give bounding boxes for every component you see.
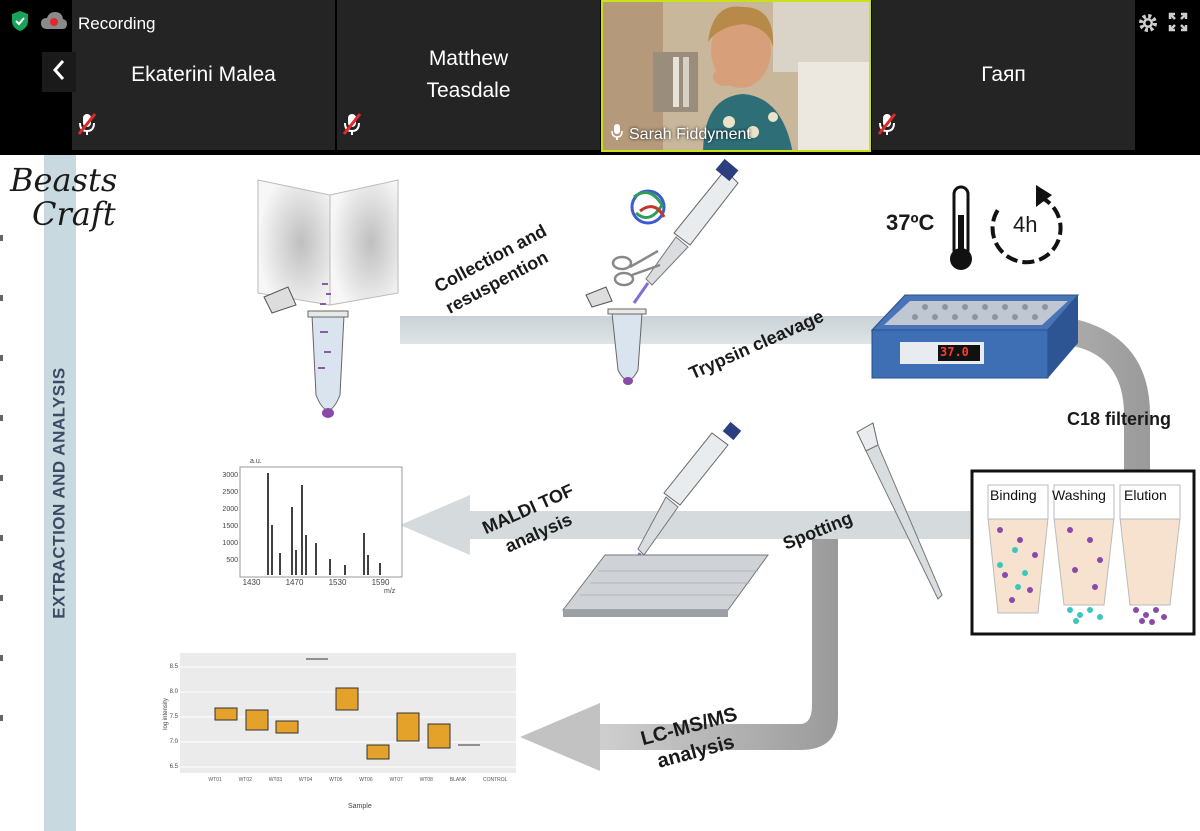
spectrum-y-unit: a.u. (250, 458, 262, 465)
chevron-left-icon (52, 59, 66, 86)
video-feed (603, 2, 869, 150)
time-label: 4h (1013, 212, 1038, 237)
process-pipe-middle (470, 511, 970, 539)
participant-tile-1[interactable]: Ekaterini Malea (72, 0, 335, 150)
shared-slide: EXTRACTION AND ANALYSIS Beasts Craft (0, 155, 1200, 831)
gear-icon[interactable] (1137, 12, 1159, 39)
gel-paper-left (257, 179, 331, 306)
participant-name: Ekaterini Malea (131, 63, 276, 86)
arrow-left-maldi (400, 495, 470, 555)
protein-structure (630, 189, 666, 225)
thermometer-icon (950, 185, 972, 270)
process-pipe-upper (400, 316, 900, 344)
slide-side-strip (44, 155, 76, 831)
boxplot-xlabel: Sample (348, 803, 372, 810)
shield-check-icon (10, 10, 30, 37)
mic-muted-icon (76, 112, 98, 146)
temperature-label: 37ºC (886, 210, 935, 235)
previous-page-button[interactable] (42, 52, 76, 92)
mic-icon (611, 123, 623, 146)
recording-label: Recording (78, 13, 156, 33)
participant-name: Гаяп (981, 63, 1026, 86)
pipette-spotting (630, 421, 742, 570)
process-pipe-lower (600, 539, 838, 750)
tube-collection (263, 286, 349, 418)
participant-name-label: Sarah Fiddyment (611, 123, 751, 146)
heater-display: 37.0 (940, 345, 969, 359)
clock-4h-icon (990, 185, 1063, 265)
expand-icon[interactable] (1168, 12, 1188, 37)
c18-elution-tip (1119, 484, 1181, 625)
arrow-left-lcms (520, 703, 600, 771)
participant-video-speaking[interactable]: Sarah Fiddyment (601, 0, 871, 152)
participant-tile-4[interactable]: Гаяп (872, 0, 1135, 150)
gel-paper-right (329, 179, 399, 306)
recording-indicator[interactable]: Recording (10, 10, 156, 37)
slide-edge-ticks (0, 235, 3, 721)
maldi-target-plate (561, 554, 769, 617)
beasts-craft-logo: Beasts Craft (10, 161, 118, 233)
scissors-icon (611, 249, 661, 287)
c18-washing-tip (1053, 484, 1115, 624)
meeting-topbar: Ekaterini Malea Matthew Teasdale (0, 0, 1200, 155)
c18-elution-label: Elution (1124, 487, 1167, 503)
c18-washing-label: Washing (1052, 487, 1106, 503)
spectrum-x-unit: m/z (384, 588, 396, 595)
step-c18-label: C18 filtering (1067, 409, 1172, 429)
participant-name: Matthew Teasdale (426, 47, 511, 102)
workflow-diagram (180, 158, 1196, 773)
c18-pipette-tip (856, 422, 943, 600)
c18-binding-label: Binding (990, 487, 1037, 503)
participant-tile-2[interactable]: Matthew Teasdale (337, 0, 600, 150)
pipette-trypsin (632, 158, 739, 304)
lcms-boxplot (180, 653, 516, 773)
boxplot-ylabel: log intensity (162, 698, 169, 730)
mic-muted-icon (876, 112, 898, 146)
mic-muted-icon (341, 80, 363, 146)
heat-block (870, 294, 1080, 379)
maldi-spectrum-plot (239, 466, 403, 578)
c18-binding-tip (987, 484, 1049, 614)
tube-trypsin (585, 286, 647, 385)
cloud-record-icon (40, 11, 68, 36)
